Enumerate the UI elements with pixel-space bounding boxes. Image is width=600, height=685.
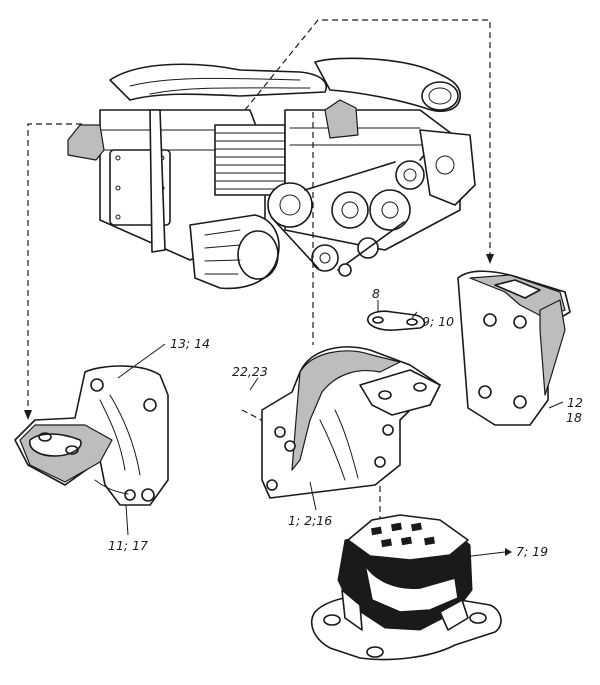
strap-plate (367, 310, 426, 331)
part-labels: 13; 14 11; 17 8 9; 10 22,23 1; 2;16 12 1… (108, 286, 583, 559)
rear-bracket (457, 270, 571, 426)
label-bracket-rear-b: 18 (566, 410, 582, 425)
label-strap: 8 (372, 286, 380, 301)
front-bracket-left (14, 365, 169, 506)
label-bracket-center-bolts: 22,23 (232, 364, 268, 379)
label-bracket-front-right: 13; 14 (170, 336, 210, 351)
label-strap-bolts: 9; 10 (422, 314, 454, 329)
label-bracket-rear-a: 12 (567, 395, 583, 410)
rubber-mount (311, 514, 502, 661)
engine-assembly (67, 57, 476, 290)
label-bracket-center: 1; 2;16 (288, 513, 332, 528)
center-bracket (261, 346, 441, 499)
label-bracket-front-right-lower: 11; 17 (108, 538, 148, 553)
leader-lines (117, 300, 564, 559)
label-rubber-mount: 7; 19 (516, 544, 548, 559)
